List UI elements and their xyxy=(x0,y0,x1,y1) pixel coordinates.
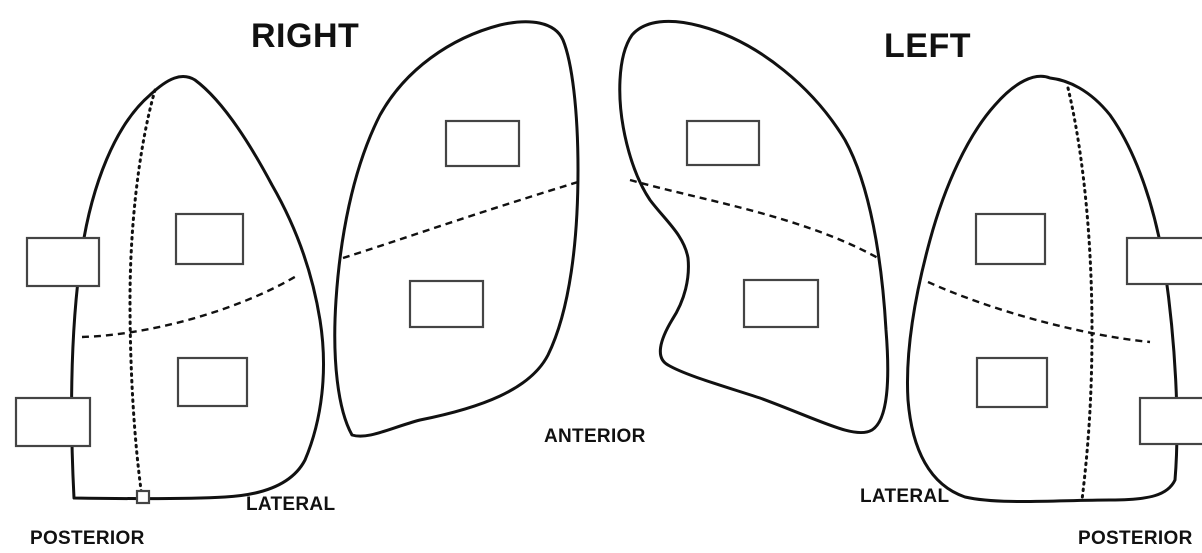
left-lateral-label: LATERAL xyxy=(860,486,949,508)
right-lateral-outline xyxy=(72,76,324,498)
right-title: RIGHT xyxy=(251,17,359,56)
left-posterior-zone-upper-box xyxy=(1127,238,1202,284)
right-lateral-label: LATERAL xyxy=(246,494,335,516)
left-lateral-zone-lower-box xyxy=(977,358,1047,407)
left-lateral-zone-upper-box xyxy=(976,214,1045,264)
left-posterior-zone-lower-box xyxy=(1140,398,1202,444)
left-lung-lateral-view xyxy=(907,76,1202,501)
right-lung-anterior-view xyxy=(335,22,578,436)
right-posterior-small-marker xyxy=(137,491,149,503)
anterior-label: ANTERIOR xyxy=(544,426,646,448)
right-anterior-zone-upper-box xyxy=(446,121,519,166)
right-lung-lateral-view xyxy=(16,76,324,503)
right-lateral-zone-lower-box xyxy=(178,358,247,406)
left-title: LEFT xyxy=(884,27,971,66)
left-lung-anterior-view xyxy=(620,21,888,432)
left-lateral-outline xyxy=(907,76,1176,501)
right-anterior-zone-lower-box xyxy=(410,281,483,327)
left-anterior-outline xyxy=(620,21,888,432)
right-posterior-zone-lower-box xyxy=(16,398,90,446)
right-anterior-outline xyxy=(335,22,578,436)
right-lateral-zone-upper-box xyxy=(176,214,243,264)
left-posterior-label: POSTERIOR xyxy=(1078,528,1193,550)
right-posterior-label: POSTERIOR xyxy=(30,528,145,550)
left-anterior-zone-lower-box xyxy=(744,280,818,327)
left-anterior-zone-upper-box xyxy=(687,121,759,165)
right-posterior-zone-upper-box xyxy=(27,238,99,286)
